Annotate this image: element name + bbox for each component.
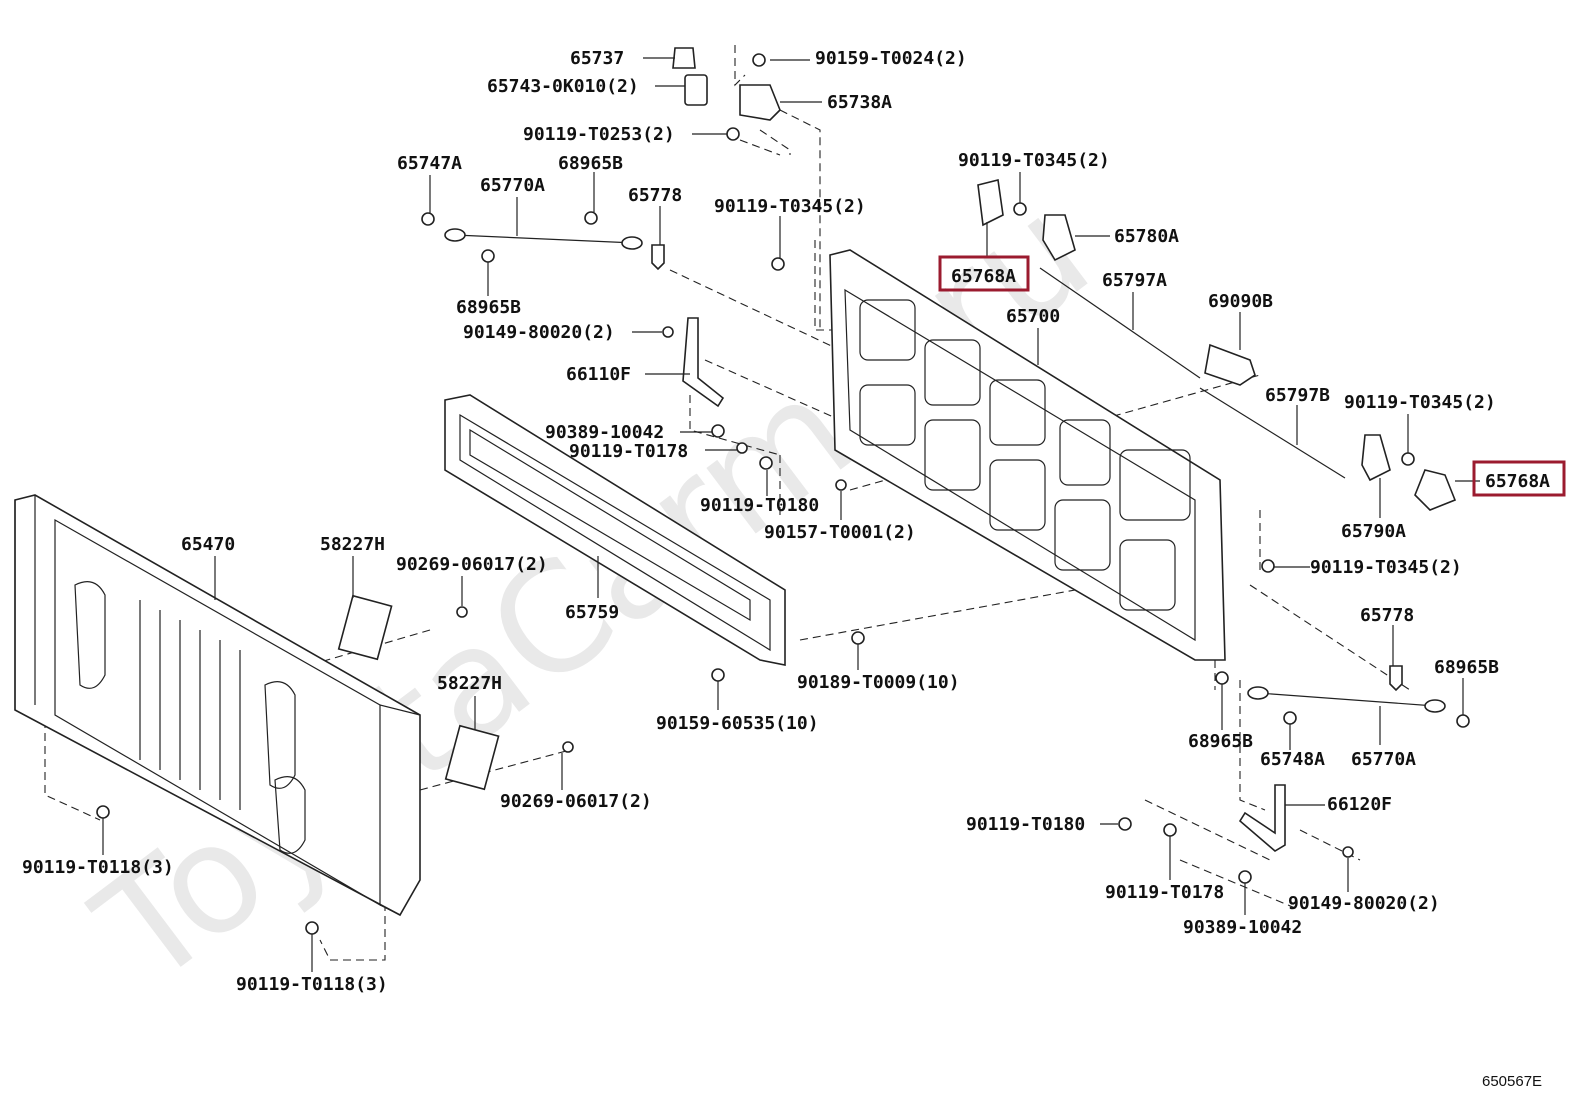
part-65770a-cable-upper — [444, 228, 643, 250]
part-65790a-lock — [1361, 434, 1391, 482]
label-90157-t0001[interactable]: 90157-T0001(2) — [764, 522, 916, 543]
label-65768a-upper[interactable]: 65768A — [951, 266, 1016, 287]
part-69090b-handle — [1204, 343, 1256, 386]
label-69090b[interactable]: 69090B — [1208, 291, 1273, 312]
part-65768a-latch-upper — [977, 179, 1004, 227]
part-65470-outer-panel — [14, 494, 421, 917]
label-90119-t0180-a[interactable]: 90119-T0180 — [700, 495, 819, 516]
part-number-labels: 65737 90159-T0024(2) 65743-0K010(2) 6573… — [22, 48, 1550, 995]
label-65748a[interactable]: 65748A — [1260, 749, 1325, 770]
label-90149-80020-a[interactable]: 90149-80020(2) — [463, 322, 615, 343]
part-65738a-bracket — [739, 84, 781, 121]
label-90269-06017-a[interactable]: 90269-06017(2) — [396, 554, 548, 575]
label-90119-t0345-c[interactable]: 90119-T0345(2) — [1344, 392, 1496, 413]
label-65778-upper[interactable]: 65778 — [628, 185, 682, 206]
label-65738a[interactable]: 65738A — [827, 92, 892, 113]
label-65700[interactable]: 65700 — [1006, 306, 1060, 327]
highlight-box-65768a-lower — [1472, 460, 1566, 497]
part-65700-tailgate — [829, 249, 1226, 661]
part-65737-clip — [672, 47, 696, 69]
label-65747a[interactable]: 65747A — [397, 153, 462, 174]
highlight-box-65768a-upper — [938, 255, 1030, 292]
label-90119-t0253[interactable]: 90119-T0253(2) — [523, 124, 675, 145]
label-68965b-lower-b[interactable]: 68965B — [1188, 731, 1253, 752]
figure-id: 650567E — [1482, 1073, 1542, 1090]
label-65778-lower[interactable]: 65778 — [1360, 605, 1414, 626]
part-65743-bumper — [684, 74, 708, 106]
part-66120f-bracket — [1238, 784, 1286, 852]
label-58227h-upper[interactable]: 58227H — [320, 534, 385, 555]
label-90119-t0345-d[interactable]: 90119-T0345(2) — [1310, 557, 1462, 578]
label-90149-80020-b[interactable]: 90149-80020(2) — [1288, 893, 1440, 914]
part-58227h-upper — [337, 594, 393, 661]
label-90389-10042-b[interactable]: 90389-10042 — [1183, 917, 1302, 938]
label-90159-t0024[interactable]: 90159-T0024(2) — [815, 48, 967, 69]
label-65759[interactable]: 65759 — [565, 602, 619, 623]
part-65780a-lock — [1042, 214, 1076, 262]
part-66110f-bracket — [682, 317, 725, 408]
part-65759-trim-panel — [444, 394, 786, 666]
label-65797a[interactable]: 65797A — [1102, 270, 1167, 291]
label-68965b-upper-b[interactable]: 68965B — [456, 297, 521, 318]
label-90119-t0345-b[interactable]: 90119-T0345(2) — [958, 150, 1110, 171]
label-90119-t0178-b[interactable]: 90119-T0178 — [1105, 882, 1224, 903]
watermark-text: ToyotaCarme.ru — [66, 165, 1120, 1019]
label-65780a[interactable]: 65780A — [1114, 226, 1179, 247]
label-65797b[interactable]: 65797B — [1265, 385, 1330, 406]
label-90119-t0118-b[interactable]: 90119-T0118(3) — [236, 974, 388, 995]
label-65768a-lower[interactable]: 65768A — [1485, 471, 1550, 492]
label-58227h-lower[interactable]: 58227H — [437, 673, 502, 694]
label-90119-t0178-a[interactable]: 90119-T0178 — [569, 441, 688, 462]
leader-lines — [102, 57, 1480, 972]
label-65770a-lower[interactable]: 65770A — [1351, 749, 1416, 770]
label-90119-t0345-a[interactable]: 90119-T0345(2) — [714, 196, 866, 217]
label-90189-t0009[interactable]: 90189-T0009(10) — [797, 672, 960, 693]
label-65790a[interactable]: 65790A — [1341, 521, 1406, 542]
label-90159-60535[interactable]: 90159-60535(10) — [656, 713, 819, 734]
label-66110f[interactable]: 66110F — [566, 364, 631, 385]
label-66120f[interactable]: 66120F — [1327, 794, 1392, 815]
label-65737[interactable]: 65737 — [570, 48, 624, 69]
part-65797a-rod — [1039, 267, 1201, 379]
label-90389-10042-a[interactable]: 90389-10042 — [545, 422, 664, 443]
part-58227h-lower — [444, 724, 500, 791]
label-65770a-upper[interactable]: 65770A — [480, 175, 545, 196]
label-68965b-lower-a[interactable]: 68965B — [1434, 657, 1499, 678]
label-68965b-upper-a[interactable]: 68965B — [558, 153, 623, 174]
label-65470[interactable]: 65470 — [181, 534, 235, 555]
label-90119-t0180-b[interactable]: 90119-T0180 — [966, 814, 1085, 835]
part-65797b-rod — [1199, 387, 1346, 479]
part-65768a-latch-lower — [1414, 469, 1457, 511]
label-90269-06017-b[interactable]: 90269-06017(2) — [500, 791, 652, 812]
label-90119-t0118-a[interactable]: 90119-T0118(3) — [22, 857, 174, 878]
label-65743-0k010[interactable]: 65743-0K010(2) — [487, 76, 639, 97]
part-65770a-cable-lower — [1247, 686, 1446, 713]
